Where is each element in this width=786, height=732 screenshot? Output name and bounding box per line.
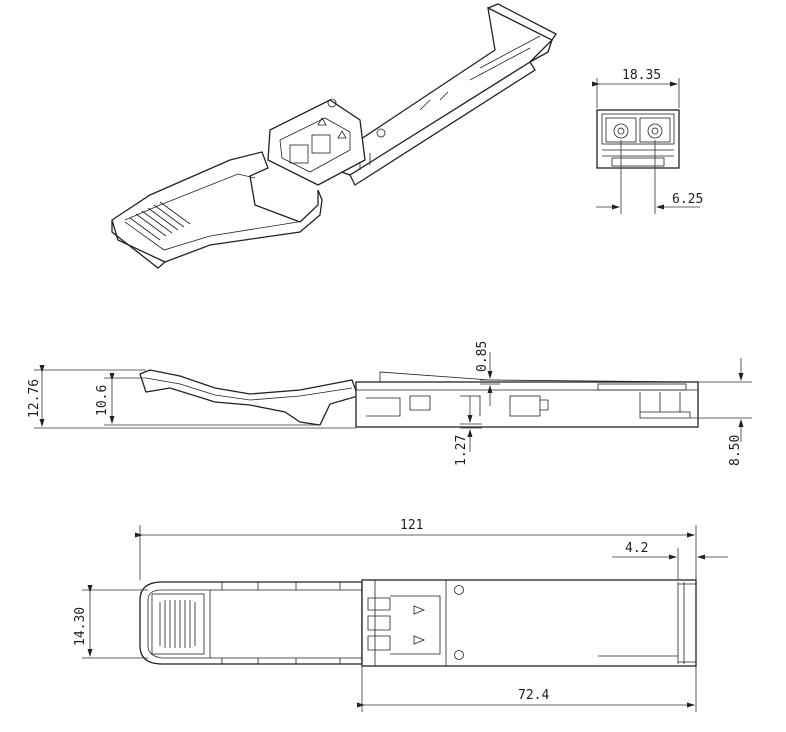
top-length-total-dim: 121 [400,518,423,533]
side-rear-height-dim: 8.50 [728,435,743,466]
top-body-length-dim: 72.4 [518,688,549,703]
side-view: 12.76 10.6 0.85 1.27 8.50 [27,341,752,466]
front-view: 18.35 6.25 [592,68,703,214]
side-top-offset-dim: 0.85 [475,341,490,372]
side-bottom-offset-dim: 1.27 [454,435,469,466]
side-height-handle-dim: 10.6 [95,385,110,416]
front-pitch-dim: 6.25 [672,192,703,207]
top-width-dim: 14.30 [73,607,88,646]
front-width-dim: 18.35 [622,68,661,83]
top-rear-offset-dim: 4.2 [625,541,648,556]
top-view: 121 4.2 14.30 72.4 [73,518,728,712]
isometric-view [111,3,557,269]
side-height-total-dim: 12.76 [27,379,42,418]
